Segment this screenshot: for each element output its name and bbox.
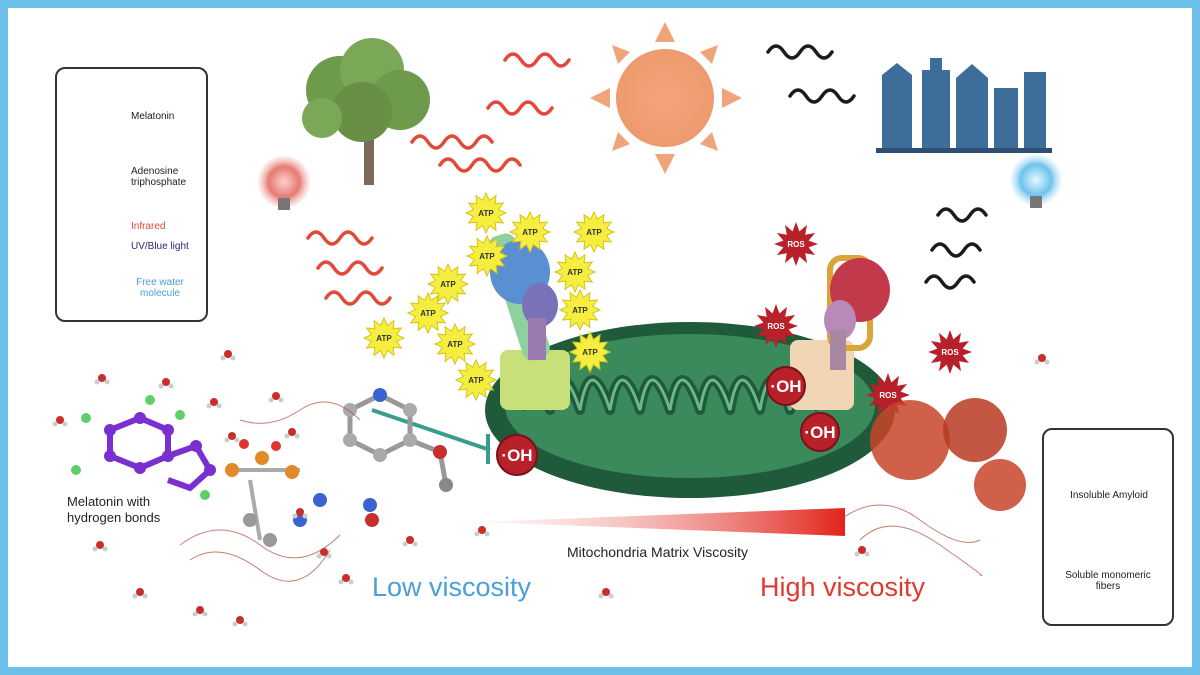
melatonin-hbonds-label: Melatonin with hydrogen bonds — [67, 494, 161, 525]
atp-burst: ATP — [433, 322, 477, 366]
ros-bursts: ROS ROS ROS ROS — [754, 222, 972, 417]
melatonin-molecule — [343, 388, 453, 527]
atp-burst: ATP — [465, 234, 509, 278]
water-molecule — [220, 350, 236, 361]
water-molecule — [158, 378, 174, 389]
svg-text:ATP: ATP — [567, 268, 583, 277]
legend-panel: Melatonin Adenosine triphosphate Infrare… — [55, 67, 208, 322]
svg-text:·OH: ·OH — [770, 377, 801, 396]
legend-panel-aggregates: Insoluble Amyloid Soluble monomeric fibe… — [1042, 428, 1174, 626]
ros-burst: ROS — [866, 373, 910, 417]
svg-text:ATP: ATP — [376, 334, 392, 343]
water-molecule — [192, 606, 208, 617]
svg-text:ATP: ATP — [420, 309, 436, 318]
water-molecule — [224, 432, 240, 443]
water-molecule — [854, 546, 870, 557]
svg-text:ATP: ATP — [586, 228, 602, 237]
low-viscosity-label: Low viscosity — [372, 572, 532, 602]
svg-text:ROS: ROS — [941, 348, 959, 357]
inhibition-arrow — [371, 408, 491, 464]
atp-burst: ATP — [464, 191, 508, 235]
water-molecule — [316, 548, 332, 559]
atp-molecule — [225, 439, 327, 547]
svg-text:ATP: ATP — [479, 252, 495, 261]
svg-text:ROS: ROS — [879, 391, 897, 400]
tree-icon — [302, 38, 430, 185]
svg-text:·OH: ·OH — [501, 446, 532, 465]
water-molecule — [474, 526, 490, 537]
water-molecule — [132, 588, 148, 599]
svg-text:ATP: ATP — [522, 228, 538, 237]
atp-burst: ATP — [362, 316, 406, 360]
svg-text:ROS: ROS — [767, 322, 785, 331]
hydroxyl-radical: ·OH — [496, 434, 538, 476]
amyloid-aggregates — [870, 398, 1026, 511]
atp-burst: ATP — [508, 210, 552, 254]
blue-light-bulb-icon — [1010, 154, 1062, 208]
water-molecule — [284, 428, 300, 439]
ros-burst: ROS — [754, 304, 798, 348]
atp-burst: ATP — [454, 358, 498, 402]
svg-text:ATP: ATP — [447, 340, 463, 349]
atp-burst: ATP — [406, 291, 450, 335]
water-molecule — [92, 541, 108, 552]
water-molecule — [402, 536, 418, 547]
atp-burst: ATP — [426, 262, 470, 306]
legend-label-atp: Adenosine triphosphate — [131, 166, 187, 188]
svg-text:·OH: ·OH — [804, 423, 835, 442]
water-molecule — [338, 574, 354, 585]
atp-burst: ATP — [568, 330, 612, 374]
atp-bursts: ATP ATP ATP ATP ATP ATP ATP ATP ATP ATP ATP ATP — [362, 191, 616, 402]
viscosity-gradient-label: Mitochondria Matrix Viscosity — [567, 544, 749, 560]
ros-burst: ROS — [774, 222, 818, 266]
uv-light-waves — [766, 44, 988, 290]
water-molecules — [52, 350, 1050, 627]
water-molecule — [292, 508, 308, 519]
sun-icon — [590, 22, 742, 174]
red-light-bulb-icon — [258, 156, 310, 210]
svg-text:ATP: ATP — [468, 376, 484, 385]
hydroxyl-radical: ·OH — [766, 366, 806, 406]
ros-burst: ROS — [928, 330, 972, 374]
water-molecule — [52, 416, 68, 427]
atp-burst: ATP — [572, 210, 616, 254]
water-molecule — [206, 398, 222, 409]
hydroxyl-radicals: ·OH ·OH ·OH — [496, 366, 840, 476]
melatonin-hbond-molecule — [71, 395, 216, 500]
legend-label-infrared: Infrared — [131, 221, 166, 232]
atp-burst: ATP — [553, 250, 597, 294]
legend-label-water: Free water molecule — [136, 277, 184, 299]
legend-label-amyloid: Insoluble Amyloid — [1070, 490, 1148, 501]
city-buildings-icon — [876, 58, 1052, 153]
svg-text:ATP: ATP — [572, 306, 588, 315]
infrared-waves — [306, 52, 571, 306]
svg-text:ATP: ATP — [582, 348, 598, 357]
atp-synthase-damaged — [790, 255, 890, 410]
hydroxyl-radical: ·OH — [800, 412, 840, 452]
legend-label-uv: UV/Blue light — [131, 241, 189, 252]
water-molecule — [268, 392, 284, 403]
viscosity-gradient-bar — [480, 508, 845, 536]
water-molecule — [94, 374, 110, 385]
svg-text:ATP: ATP — [440, 280, 456, 289]
water-molecule — [598, 588, 614, 599]
water-molecule — [1034, 354, 1050, 365]
legend-label-melatonin: Melatonin — [131, 111, 175, 122]
legend-label-fibers: Soluble monomeric fibers — [1065, 570, 1151, 592]
soluble-fibers — [179, 401, 982, 582]
water-molecule — [232, 616, 248, 627]
svg-text:ATP: ATP — [478, 209, 494, 218]
atp-burst: ATP — [558, 288, 602, 332]
svg-text:ROS: ROS — [787, 240, 805, 249]
high-viscosity-label: High viscosity — [760, 572, 926, 602]
